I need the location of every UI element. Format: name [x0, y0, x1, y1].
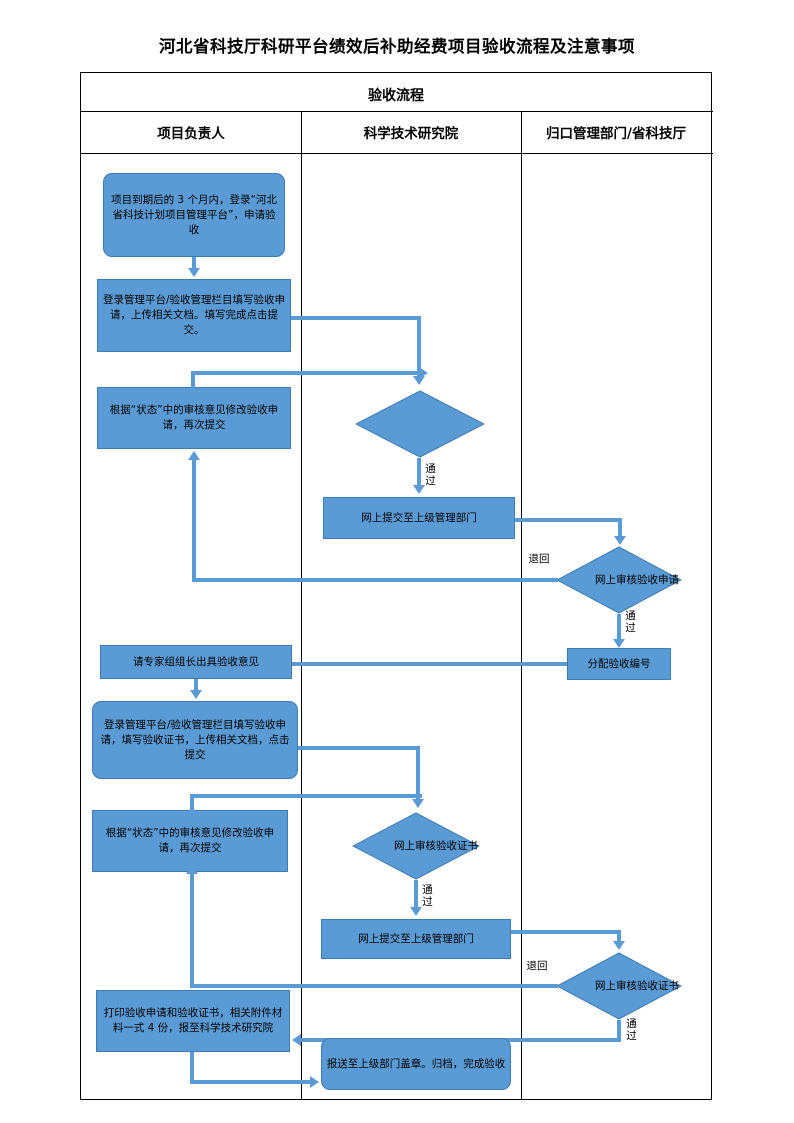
edge-n4-d2-arrow [614, 536, 626, 545]
edge-n1-n2-line [192, 257, 196, 272]
diamond-shape-4 [555, 952, 683, 1020]
table-divider-header [81, 153, 713, 154]
diamond-shape-3 [351, 812, 481, 880]
edge-n6-n7-line [194, 679, 198, 694]
diamond-4-label: 网上审核验收证书 [595, 980, 679, 992]
edge-n2-d1-arrow [413, 376, 425, 385]
node-review-application-online[interactable]: 网上审核验收申请 [555, 546, 683, 614]
edge-n1-n2-arrow [188, 268, 200, 277]
edge-n5-n6-h [200, 662, 567, 666]
edge-n8-d3-v [190, 794, 194, 812]
edge-n10-n11-v [190, 1052, 194, 1080]
edge-label-pass-1: 通过 [425, 463, 436, 487]
node-revise-application[interactable]: 根据“状态”中的审核意见修改验收申请，再次提交 [97, 387, 291, 449]
edge-n9-d4-arrow [613, 941, 625, 950]
node-stamp-and-archive[interactable]: 报送至上级部门盖章。归档，完成验收 [321, 1038, 511, 1090]
edge-d1-n4-arrow [413, 485, 425, 494]
edge-n9-d4-h [511, 930, 621, 934]
edge-d4-n8-arrow [186, 865, 198, 874]
diamond-2-label: 网上审核验收申请 [595, 574, 679, 586]
edge-d4-n8-v [190, 874, 194, 986]
edge-n7-d3-arrow [412, 799, 424, 808]
table-banner: 验收流程 [368, 88, 424, 104]
flow-table-frame [80, 72, 713, 1100]
edge-n4-d2-h [515, 518, 622, 522]
edge-d2-n3-h [192, 578, 558, 582]
edge-n8-d3-h [190, 794, 422, 798]
edge-d3-n9-arrow [410, 907, 422, 916]
edge-n4-d2-v [618, 518, 622, 539]
edge-n3-d1-v [191, 371, 195, 389]
node-assign-acceptance-number[interactable]: 分配验收编号 [567, 648, 671, 680]
edge-n3-d1-arrow [419, 367, 428, 379]
edge-d2-n3-arrow [188, 451, 200, 460]
diamond-3-label: 网上审核验收证书 [394, 840, 478, 852]
edge-label-pass-2: 通过 [625, 610, 636, 634]
edge-n3-d1-h [191, 371, 423, 375]
node-review-certificate-institute[interactable]: 网上审核验收证书 [351, 812, 481, 880]
edge-d4-n8-h [190, 984, 558, 988]
edge-n7-d3-v [416, 746, 420, 802]
column-header-institute: 科学技术研究院 [363, 126, 459, 142]
node-fill-certificate[interactable]: 登录管理平台/验收管理栏目填写验收申请，填写验收证书，上传相关文档，点击提交 [92, 701, 298, 779]
edge-label-pass-3: 通过 [422, 884, 433, 908]
edge-d3-n9-line [414, 880, 418, 910]
edge-d1-n4-line [417, 458, 421, 488]
node-submit-upper-dept-1[interactable]: 网上提交至上级管理部门 [323, 497, 515, 539]
node-apply-acceptance[interactable]: 项目到期后的 3 个月内，登录“河北省科技计划项目管理平台”，申请验收 [103, 173, 285, 257]
edge-d2-n5-line [617, 614, 621, 642]
diamond-1-label [355, 390, 485, 458]
edge-n2-d1-v [417, 316, 421, 379]
edge-n10-n11-h [190, 1080, 314, 1084]
edge-n9-d4-v [617, 930, 621, 945]
edge-n7-d3-h [298, 746, 420, 750]
edge-label-pass-4: 通过 [626, 1018, 637, 1042]
table-column-divider-2 [521, 111, 522, 1100]
edge-d2-n5-arrow [613, 639, 625, 648]
node-submit-upper-dept-2[interactable]: 网上提交至上级管理部门 [321, 919, 511, 959]
edge-n10-n11-arrow [310, 1076, 319, 1088]
edge-label-reject-2: 退回 [526, 960, 548, 972]
edge-n6-n7-arrow [190, 690, 202, 699]
edge-d2-n3-v [192, 460, 196, 580]
diamond-shape-2 [555, 546, 683, 614]
edge-n2-d1-h [291, 316, 421, 320]
node-revise-certificate[interactable]: 根据“状态”中的审核意见修改验收申请，再次提交 [92, 810, 288, 872]
table-column-divider-1 [301, 111, 302, 1100]
edge-d4-n10-arrow [292, 1034, 301, 1046]
node-expert-opinion[interactable]: 请专家组组长出具验收意见 [100, 645, 292, 679]
node-print-materials[interactable]: 打印验收申请和验收证书，相关附件材料一式 4 份，报至科学技术研究院 [96, 990, 290, 1052]
node-fill-application[interactable]: 登录管理平台/验收管理栏目填写验收申请，上传相关文档。填写完成点击提交。 [97, 279, 291, 352]
column-header-owner: 项目负责人 [157, 126, 225, 142]
edge-d4-n10-v [617, 1020, 621, 1042]
table-divider-banner [81, 111, 713, 112]
diamond-shape-1 [354, 390, 486, 458]
page-title: 河北省科技厅科研平台绩效后补助经费项目验收流程及注意事项 [159, 37, 635, 56]
column-header-department: 归口管理部门/省科技厅 [546, 126, 686, 142]
node-review-certificate-dept[interactable]: 网上审核验收证书 [555, 952, 683, 1020]
node-review-diamond-blank[interactable] [354, 390, 486, 458]
edge-label-reject-1: 退回 [528, 553, 550, 565]
